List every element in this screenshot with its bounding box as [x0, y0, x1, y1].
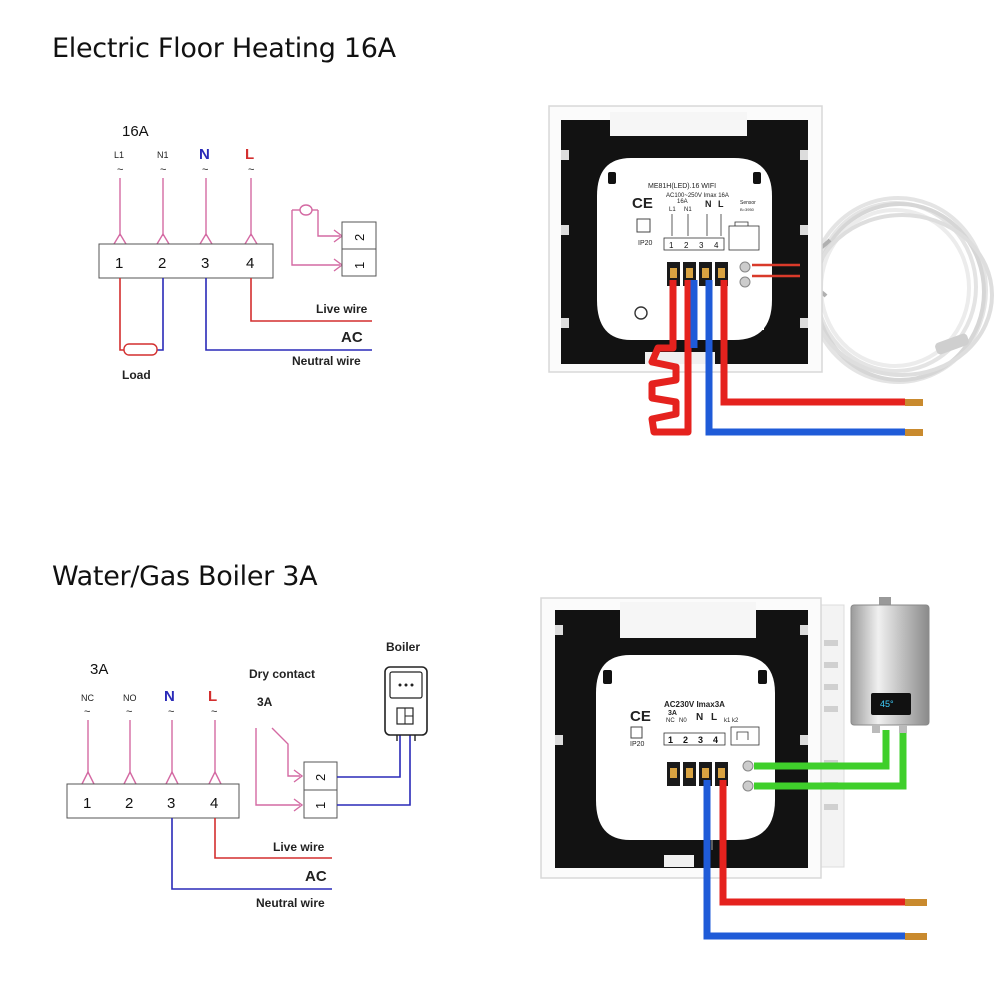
dry-contact-rating: 3A: [257, 695, 273, 709]
sensor-circuit: [291, 204, 344, 272]
device-term-number: 4: [714, 241, 719, 250]
neutral-wire-label: Neutral wire: [292, 354, 361, 368]
device-term-label: L1: [669, 207, 676, 213]
boiler-appliance: 45°: [850, 597, 930, 733]
device-term-number: 2: [683, 735, 688, 745]
device-term-label: N: [705, 199, 712, 209]
contact-terminal-number: 2: [313, 774, 328, 781]
device-term-label: N1: [684, 207, 692, 213]
boiler-device: CE IP20 AC230V Imax3A 3A NC N0 N L k1 k2…: [540, 597, 930, 940]
device-spec: AC230V Imax3A: [664, 700, 725, 709]
terminal-number: 1: [115, 255, 123, 272]
ce-mark: CE: [632, 195, 653, 212]
sensor-terminal-number: 2: [352, 234, 367, 241]
contact-terminal-number: 1: [313, 802, 328, 809]
boiler-icon: [384, 666, 428, 741]
floor-heating-schematic: 16A L1 N1 N L ~ ~ ~ ~ 1 2 3 4 Load: [98, 123, 377, 382]
device-term-label: N0: [679, 718, 687, 724]
device-term-number: 2: [684, 241, 689, 250]
terminal-label-n: N: [164, 688, 175, 705]
section-title-boiler: Water/Gas Boiler 3A: [52, 561, 318, 592]
ac-label: AC: [341, 329, 363, 346]
sensor-terminal-number: 1: [352, 262, 367, 269]
ce-mark: CE: [630, 708, 651, 725]
device-term-number: 1: [668, 735, 673, 745]
terminal-label-no: NO: [123, 693, 137, 703]
tilde-symbol: ~: [248, 164, 254, 176]
terminal-number: 3: [201, 255, 209, 272]
device-term-number: 3: [699, 241, 704, 250]
device-term-number: 3: [698, 735, 703, 745]
device-rating: 3A: [668, 710, 677, 717]
live-wire-label: Live wire: [316, 302, 368, 316]
floor-heating-device: ME81H(LED).16 WIFI AC100~250V Imax 16A C…: [548, 105, 994, 436]
boiler-label: Boiler: [386, 640, 420, 654]
device-aux-label: k1 k2: [724, 718, 739, 724]
terminal-label-n1: N1: [157, 150, 169, 160]
terminal-number: 3: [167, 795, 175, 812]
ip-rating: IP20: [638, 240, 653, 247]
device-term-label: NC: [666, 718, 675, 724]
device-term-label: N: [696, 712, 703, 723]
terminal-label-l: L: [245, 146, 254, 163]
device-spec: AC100~250V Imax 16A: [666, 193, 729, 199]
terminal-block: [98, 243, 274, 279]
live-wire-label: Live wire: [273, 840, 325, 854]
device-term-number: 4: [713, 735, 718, 745]
terminal-label-l1: L1: [114, 150, 124, 160]
neutral-wire-label: Neutral wire: [256, 896, 325, 910]
rating-label: 3A: [90, 661, 108, 678]
device-rating: 16A: [677, 199, 688, 205]
sensor-cable-coil: [808, 196, 994, 384]
boiler-display: 45°: [880, 699, 894, 709]
ip-rating: IP20: [630, 741, 645, 748]
device-term-label: L: [718, 199, 724, 209]
terminal-number: 4: [246, 255, 254, 272]
device-model: ME81H(LED).16 WIFI: [648, 183, 716, 190]
terminal-number: 4: [210, 795, 218, 812]
tilde-symbol: ~: [211, 706, 217, 718]
dry-contact-switch: [255, 727, 304, 812]
device-term-label: L: [711, 712, 717, 723]
boiler-schematic: 3A NC NO N L ~ ~ ~ ~ 1 2 3 4 Live wire A…: [66, 640, 428, 910]
tilde-symbol: ~: [84, 706, 90, 718]
terminal-label-n: N: [199, 146, 210, 163]
terminal-label-l: L: [208, 688, 217, 705]
tilde-symbol: ~: [202, 164, 208, 176]
section-title-floor-heating: Electric Floor Heating 16A: [52, 33, 396, 64]
dry-contact-label: Dry contact: [249, 667, 315, 681]
load-resistor: [123, 343, 158, 356]
terminal-number: 2: [125, 795, 133, 812]
tilde-symbol: ~: [117, 164, 123, 176]
ac-label: AC: [305, 868, 327, 885]
device-sensor-label: Sensor: [740, 200, 756, 206]
terminal-number: 1: [83, 795, 91, 812]
tilde-symbol: ~: [160, 164, 166, 176]
tilde-symbol: ~: [168, 706, 174, 718]
terminal-label-nc: NC: [81, 693, 94, 703]
device-sensor-spec: B=3950: [740, 207, 755, 212]
terminal-block: [66, 783, 240, 819]
device-term-number: 1: [669, 241, 674, 250]
rating-label: 16A: [122, 123, 149, 140]
terminal-number: 2: [158, 255, 166, 272]
load-label: Load: [122, 368, 151, 382]
tilde-symbol: ~: [126, 706, 132, 718]
